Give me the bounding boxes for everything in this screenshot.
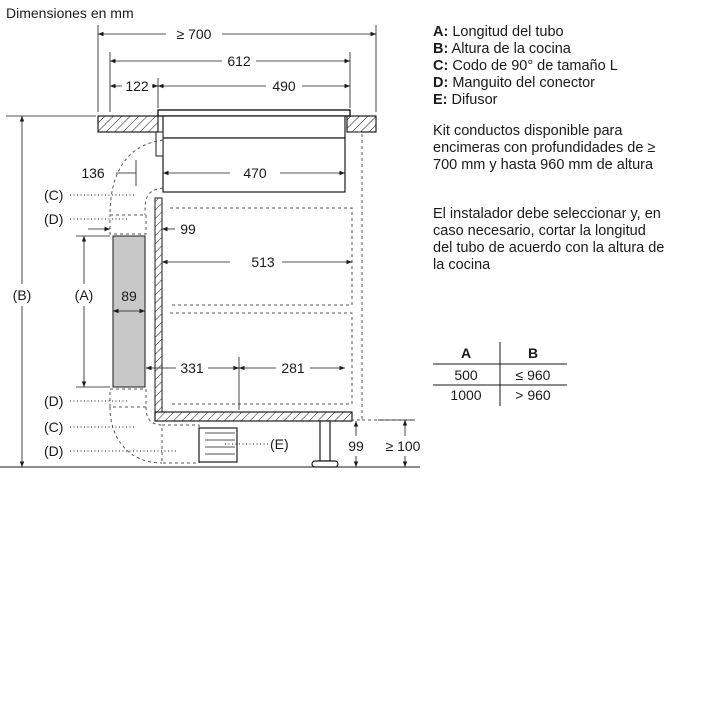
dim-490-label: 490 bbox=[272, 78, 296, 94]
dim-331-label: 331 bbox=[180, 360, 204, 376]
dim-total-depth-label: ≥ 700 bbox=[177, 26, 212, 42]
dim-99-gap-label: 99 bbox=[180, 221, 196, 237]
note-kit: Kit conductos disponible para encimeras … bbox=[433, 123, 656, 173]
table-row-2-b: > 960 bbox=[515, 387, 551, 403]
dim-100-height bbox=[378, 419, 415, 468]
label-D-mid: (D) bbox=[44, 393, 63, 409]
table-header-a: A bbox=[461, 345, 471, 361]
label-A: (A) bbox=[75, 287, 94, 303]
legend: A: Longitud del tubo B: Altura de la coc… bbox=[433, 24, 618, 109]
label-D-top: (D) bbox=[44, 211, 63, 227]
legend-item: E: Difusor bbox=[433, 92, 498, 108]
legend-item: B: Altura de la cocina bbox=[433, 41, 571, 57]
dim-122-490 bbox=[110, 78, 350, 108]
note-installer: El instalador debe seleccionar y, en cas… bbox=[433, 206, 665, 273]
dim-136 bbox=[116, 160, 137, 186]
dim-612-label: 612 bbox=[227, 53, 251, 69]
dim-470-label: 470 bbox=[243, 165, 267, 181]
cabinet-back-wall bbox=[154, 197, 163, 413]
label-E: (E) bbox=[270, 436, 289, 452]
dim-B bbox=[6, 115, 96, 467]
label-D-bottom: (D) bbox=[44, 443, 63, 459]
legend-item: A: Longitud del tubo bbox=[433, 24, 564, 40]
dim-513-label: 513 bbox=[251, 254, 275, 270]
dim-281-label: 281 bbox=[281, 360, 305, 376]
dim-A bbox=[76, 235, 110, 388]
dim-122-label: 122 bbox=[125, 78, 149, 94]
legend-item: C: Codo de 90° de tamaño L bbox=[433, 58, 618, 74]
label-C-top: (C) bbox=[44, 187, 63, 203]
table-row-1-b: ≤ 960 bbox=[516, 367, 551, 383]
leader-lines bbox=[70, 194, 268, 452]
dim-89-label: 89 bbox=[121, 288, 137, 304]
label-B: (B) bbox=[13, 287, 32, 303]
table-header-b: B bbox=[528, 345, 538, 361]
diagram-title: Dimensiones en mm bbox=[6, 5, 134, 21]
dim-total-depth bbox=[97, 25, 377, 112]
duct-tube bbox=[112, 235, 146, 388]
diffuser bbox=[198, 427, 238, 463]
dim-136-label: 136 bbox=[81, 165, 105, 181]
label-C-bottom: (C) bbox=[44, 419, 63, 435]
table-row-1-a: 500 bbox=[454, 367, 478, 383]
cooktop bbox=[155, 109, 351, 193]
dim-99-height-label: 99 bbox=[348, 438, 364, 454]
table-row-2-a: 1000 bbox=[450, 387, 481, 403]
plinth-foot bbox=[311, 420, 339, 468]
dim-331-281 bbox=[146, 357, 345, 410]
dim-100-height-label: ≥ 100 bbox=[386, 438, 421, 454]
dim-612 bbox=[109, 52, 351, 112]
legend-item: D: Manguito del conector bbox=[433, 75, 596, 91]
size-table: A B 500 ≤ 960 1000 > 960 bbox=[433, 342, 567, 406]
cabinet-bottom bbox=[154, 411, 353, 422]
countertop bbox=[97, 115, 377, 133]
